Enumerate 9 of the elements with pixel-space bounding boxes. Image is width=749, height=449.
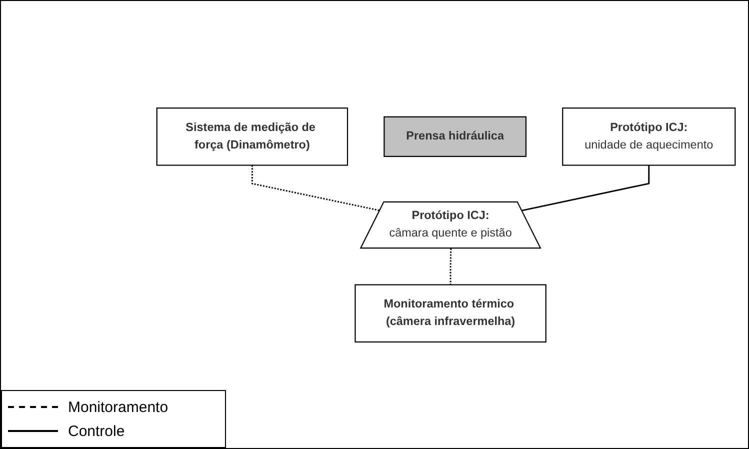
node-box: Protótipo ICJ: unidade de aquecimento <box>562 108 736 166</box>
legend-text: Controle <box>68 422 125 440</box>
connector <box>450 248 452 285</box>
connector <box>522 165 650 212</box>
connector <box>251 165 380 212</box>
node-box: Prensa hidráulica <box>384 116 527 157</box>
node-box: Sistema de medição de força (Dinamômetro) <box>156 108 348 166</box>
node-box: Monitoramento térmico (câmera infravermelha) <box>354 284 546 342</box>
legend-text: Monitoramento <box>68 398 168 416</box>
